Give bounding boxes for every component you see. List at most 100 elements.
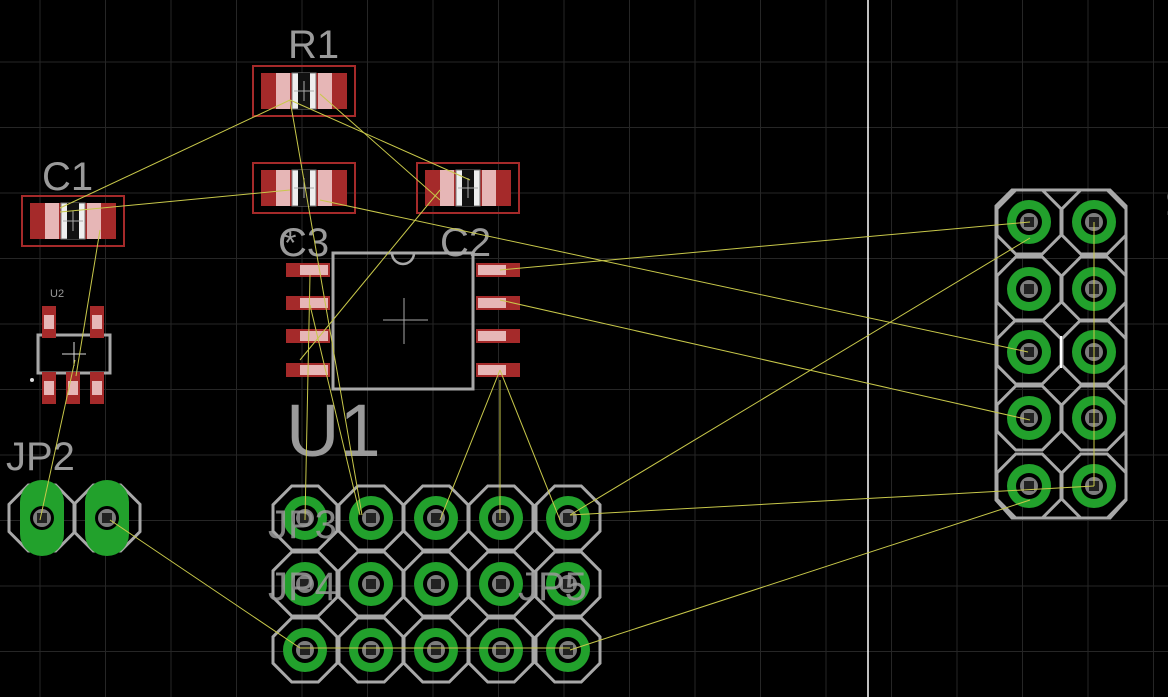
airwire (499, 221, 1031, 271)
header-pin[interactable] (337, 484, 405, 552)
u2-pin[interactable] (66, 372, 80, 404)
header-pin[interactable] (271, 616, 339, 684)
header-pin[interactable] (271, 550, 339, 618)
label-jp3: JP3 (268, 503, 337, 547)
header-pin[interactable] (402, 550, 470, 618)
u1-pin[interactable] (476, 363, 520, 377)
u2-pin[interactable] (42, 372, 56, 404)
airwire (499, 369, 561, 521)
pin-center (366, 579, 376, 589)
pin-outline (467, 616, 535, 684)
u2-pin1-dot (30, 378, 34, 382)
u1-pin[interactable] (476, 329, 520, 343)
pin-outline (402, 550, 470, 618)
header-pin[interactable] (402, 484, 470, 552)
pin-outline (467, 484, 535, 552)
jp2-pin[interactable] (7, 480, 77, 556)
chip-pad-highlight (276, 170, 290, 206)
header-pin[interactable] (534, 484, 602, 552)
airwire (109, 519, 301, 649)
header-pin[interactable] (534, 550, 602, 618)
pin1-marker: * (284, 225, 296, 261)
chip-outline (252, 65, 356, 117)
pin-center (366, 645, 376, 655)
u1-pad-highlight (478, 331, 506, 341)
header-pin[interactable] (534, 616, 602, 684)
u1-pad-highlight (478, 298, 506, 308)
jp1-outline (994, 188, 1128, 520)
header-pin[interactable] (467, 616, 535, 684)
airwire (499, 299, 1031, 421)
component-c2[interactable] (416, 162, 520, 214)
pin-center (1024, 413, 1034, 423)
pin-center (563, 513, 573, 523)
u2-pin[interactable] (42, 306, 56, 338)
chip-outline (252, 162, 356, 214)
airwire (39, 359, 76, 521)
u2-pad-highlight (92, 381, 102, 395)
header-pin[interactable] (467, 484, 535, 552)
u2-pad-highlight (44, 381, 54, 395)
header-pin[interactable] (995, 384, 1063, 452)
airwire (569, 237, 1031, 516)
u1-pad-highlight (478, 365, 506, 375)
pin-center (300, 645, 310, 655)
component-c1[interactable] (21, 195, 125, 247)
pin-center (37, 513, 47, 523)
u1-pad-highlight (300, 265, 328, 275)
pin-center (563, 645, 573, 655)
pin-center (431, 513, 441, 523)
u1-pin[interactable] (476, 296, 520, 310)
chip-pad-highlight (45, 203, 59, 239)
airwire (569, 485, 1095, 516)
pin-center (496, 579, 506, 589)
pin-center (496, 513, 506, 523)
pin-outline (1060, 188, 1128, 256)
chip-pad-highlight (318, 73, 332, 109)
pin-center (1024, 284, 1034, 294)
chip-outline (416, 162, 520, 214)
u2-pad-highlight (44, 315, 54, 329)
u1-notch (390, 252, 416, 266)
airwire (309, 304, 361, 516)
jp2-pin[interactable] (72, 480, 142, 556)
u2-pin[interactable] (90, 372, 104, 404)
label-u2: U2 (50, 288, 64, 300)
component-r1[interactable] (252, 65, 356, 117)
pin-outline (337, 616, 405, 684)
u1-pin[interactable] (476, 263, 520, 277)
airwire (59, 189, 291, 213)
ic-u2[interactable] (30, 306, 112, 404)
header-pin[interactable] (402, 616, 470, 684)
label-jp4: JP4 (268, 565, 337, 609)
airwire (299, 189, 441, 361)
chip-pad-highlight (276, 73, 290, 109)
header-pin[interactable] (337, 616, 405, 684)
pin-outline (402, 484, 470, 552)
chip-pad-highlight (87, 203, 101, 239)
airwire (75, 229, 101, 377)
header-pin[interactable] (1060, 255, 1128, 323)
u1-pin[interactable] (286, 329, 330, 343)
airwires (39, 93, 1095, 651)
header-pin[interactable] (337, 550, 405, 618)
u2-pad-highlight (68, 381, 78, 395)
pin-outline (467, 550, 535, 618)
airwire (439, 369, 501, 521)
pin-outline (271, 616, 339, 684)
u2-pin[interactable] (90, 306, 104, 338)
u1-pin[interactable] (286, 263, 330, 277)
label-c1: C1 (42, 155, 93, 199)
header-pin[interactable] (467, 550, 535, 618)
ic-u1[interactable] (286, 251, 520, 391)
u1-pin[interactable] (286, 296, 330, 310)
pin-outline (1060, 384, 1128, 452)
label-c3: C3 (278, 221, 329, 265)
headers (7, 188, 1128, 684)
component-c3[interactable] (252, 162, 356, 214)
label-r1: R1 (288, 23, 339, 67)
airwire (289, 99, 471, 181)
pin-center (300, 579, 310, 589)
pin-outline (271, 484, 339, 552)
